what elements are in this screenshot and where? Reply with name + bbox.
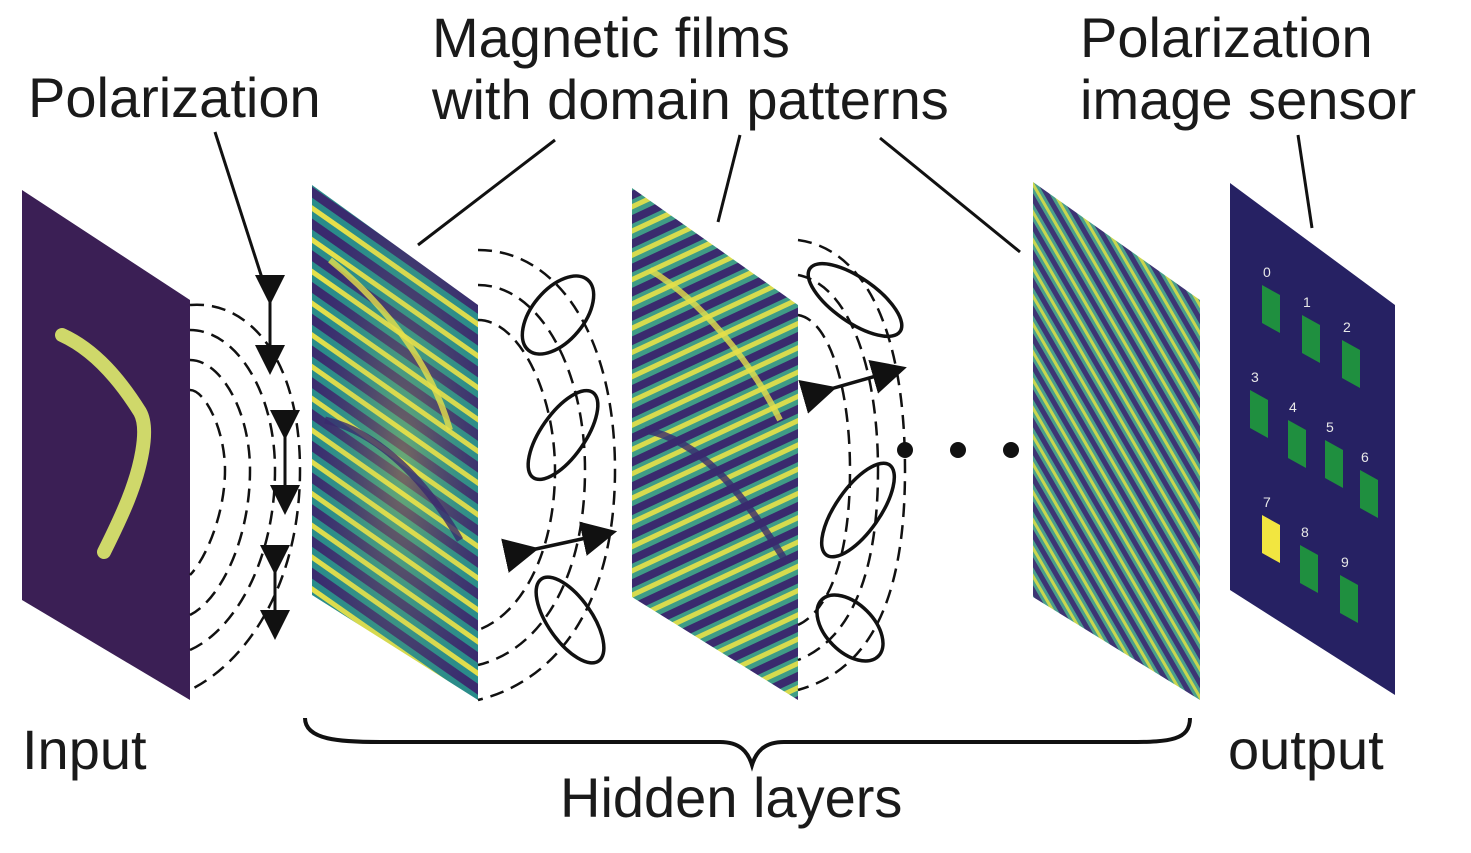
hidden-layers-brace [303,717,1192,772]
polarization-label: Polarization [28,66,321,129]
film3-leader [879,136,1021,254]
sensor-digit-label-1: 1 [1303,294,1311,310]
magnetic-film-last [1033,182,1200,700]
sensor-plane [1230,183,1395,695]
polarization-arrows-1 [255,275,300,640]
sensor-leader [1296,134,1314,229]
sensor-cell-0 [1262,285,1280,333]
input-panel [22,190,190,700]
wavefront-2 [477,248,617,702]
sensor-cell-1 [1302,315,1320,363]
sensor-digit-label-7: 7 [1263,494,1271,510]
polarization-image-sensor: 0 1 2 3 4 5 6 7 8 9 [1230,183,1395,695]
sensor-digit-label-0: 0 [1263,264,1271,280]
handwritten-digit-stroke [55,328,152,559]
sensor-digit-label-2: 2 [1343,319,1351,335]
wavefront-3 [797,238,907,692]
leader-lines [213,131,1314,279]
sensor-cell-8 [1300,545,1318,593]
magnetic-films-label-line1: Magnetic films [432,6,790,69]
sensor-digit-label-3: 3 [1251,369,1259,385]
sensor-cell-2 [1342,340,1360,388]
sensor-label-line1: Polarization [1080,6,1373,69]
polarization-ellipses-2 [798,261,907,663]
input-plane [22,190,190,700]
continuation-dots [897,442,1019,458]
input-label: Input [22,718,147,781]
film1-leader [417,138,556,247]
sensor-cell-6 [1360,470,1378,518]
polarization-leader [213,131,264,279]
sensor-label-line2: image sensor [1080,68,1417,131]
output-label: output [1228,718,1384,781]
sensor-digit-label-4: 4 [1289,399,1297,415]
hidden-layers-label: Hidden layers [560,766,903,829]
sensor-cell-7 [1262,515,1280,563]
sensor-cell-9 [1340,575,1358,623]
sensor-digit-label-6: 6 [1361,449,1369,465]
polarization-ellipses-1 [501,274,618,665]
sensor-cell-5 [1325,440,1343,488]
sensor-digit-label-9: 9 [1341,554,1349,570]
sensor-digit-label-8: 8 [1301,524,1309,540]
sensor-digit-label-5: 5 [1326,419,1334,435]
magnetic-film-1 [312,185,478,700]
magnetic-film-2 [632,188,798,700]
film2-leader [716,134,742,223]
sensor-cell-3 [1250,390,1268,438]
magnetic-films-label-line2: with domain patterns [432,68,949,131]
sensor-cell-4 [1288,420,1306,468]
